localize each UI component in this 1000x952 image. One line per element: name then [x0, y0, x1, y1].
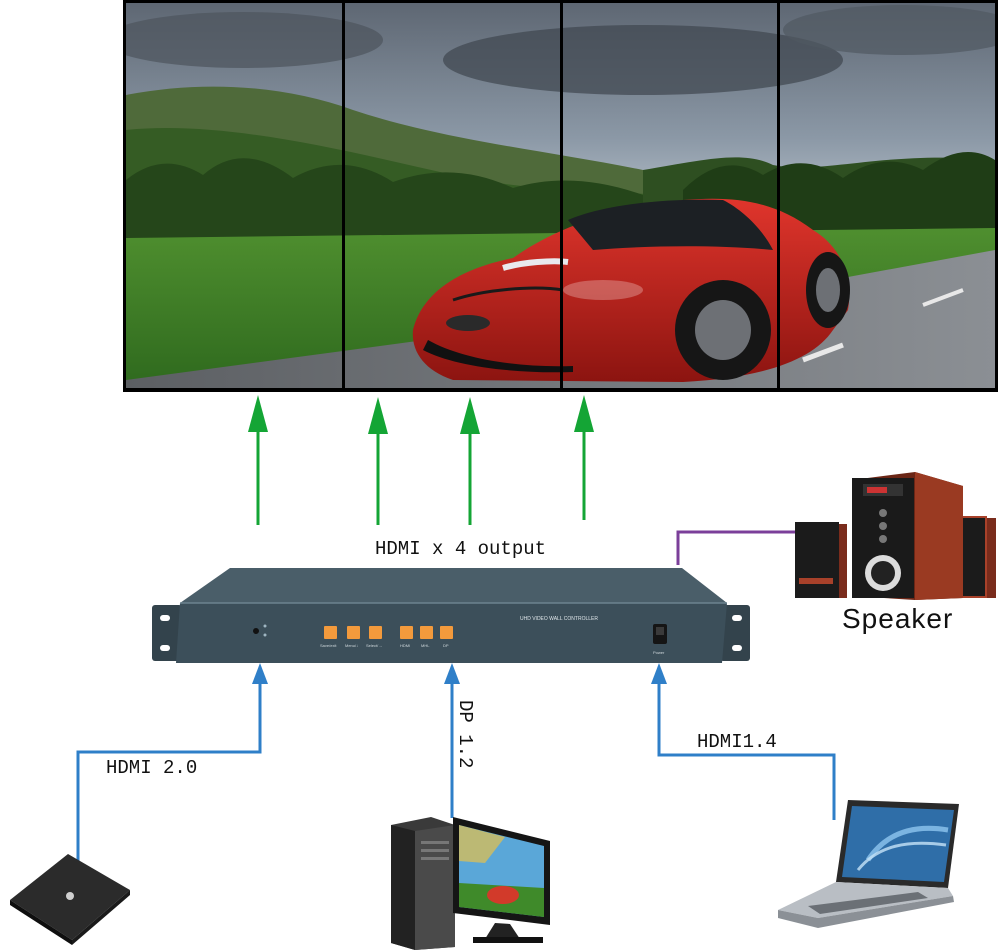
input-label-center: DP 1.2	[454, 700, 476, 769]
output-arrow-4	[574, 395, 594, 520]
input-label-right: HDMI1.4	[697, 731, 777, 753]
video-wall	[103, 0, 1000, 392]
hdmi-button[interactable]	[400, 626, 413, 639]
media-box-icon	[10, 854, 130, 945]
hdmi-label: HDMI	[400, 643, 411, 648]
mhl-button[interactable]	[420, 626, 433, 639]
desktop-pc-icon	[391, 817, 550, 950]
speaker-label: Speaker	[842, 603, 954, 634]
save-exit-button[interactable]	[324, 626, 337, 639]
input-label-left: HDMI 2.0	[106, 757, 198, 779]
power-label: Power	[653, 650, 665, 655]
output-arrow-3	[460, 397, 480, 525]
sports-car	[412, 198, 850, 382]
video-wall-image	[103, 0, 1000, 392]
output-label: HDMI x 4 output	[375, 538, 547, 560]
speaker-set-icon	[795, 472, 996, 600]
output-arrow-1	[248, 395, 268, 525]
video-wall-controller: UHD VIDEO WALL CONTROLLER Save/exit Menu…	[152, 563, 750, 666]
save-exit-label: Save/exit	[320, 643, 337, 648]
menu-down-button[interactable]	[347, 626, 360, 639]
mhl-label: MHL	[421, 643, 430, 648]
controller-title: UHD VIDEO WALL CONTROLLER	[520, 616, 598, 622]
select-right-button[interactable]	[369, 626, 382, 639]
input-line-center	[444, 663, 460, 818]
laptop-icon	[778, 800, 959, 928]
input-line-right	[651, 663, 836, 820]
dp-label: DP	[443, 643, 449, 648]
input-line-left	[76, 663, 268, 868]
select-right-label: Select/→	[366, 643, 383, 648]
menu-down-label: Menu/↓	[345, 643, 359, 648]
output-arrow-2	[368, 397, 388, 525]
dp-button[interactable]	[440, 626, 453, 639]
